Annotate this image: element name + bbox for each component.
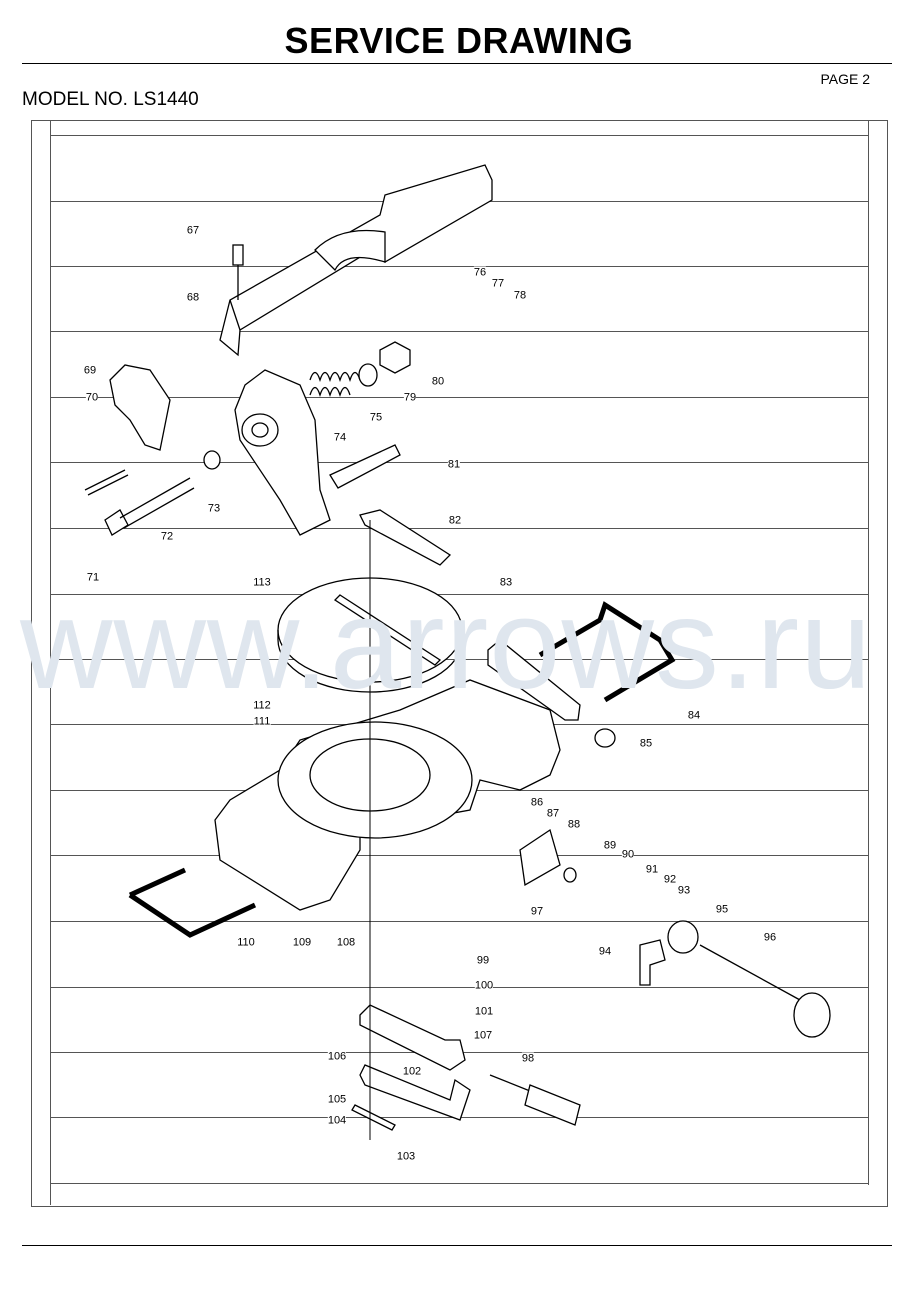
part-label: 84 — [687, 709, 701, 723]
bracket-upper — [359, 1004, 466, 1071]
base — [214, 679, 561, 911]
part-label: 80 — [431, 375, 445, 389]
part-label: 89 — [603, 839, 617, 853]
part-label: 112 — [253, 699, 271, 713]
washer-73 — [203, 450, 221, 470]
part-label: 105 — [327, 1093, 347, 1107]
part-label: 90 — [621, 848, 635, 862]
frame-inner-border — [50, 120, 51, 1205]
document-title: SERVICE DRAWING — [284, 20, 634, 61]
part-label: 68 — [186, 291, 200, 305]
part-label: 104 — [327, 1114, 347, 1128]
part-label: 111 — [253, 715, 271, 729]
washer-79 — [358, 363, 378, 387]
part-label: 94 — [598, 945, 612, 959]
frame-rule-line — [50, 266, 868, 267]
plate-88 — [519, 828, 561, 887]
part-label: 98 — [521, 1052, 535, 1066]
knob-95 — [667, 920, 699, 954]
guide-fence — [219, 164, 493, 357]
frame-rule-line — [50, 659, 868, 660]
part-label: 93 — [677, 884, 691, 898]
part-label: 107 — [473, 1029, 493, 1043]
frame-rule-line — [50, 594, 868, 595]
frame-rule-line — [50, 1183, 868, 1184]
plate-82 — [359, 509, 452, 566]
plate-105 — [351, 1104, 396, 1131]
part-label: 88 — [567, 818, 581, 832]
part-label: 91 — [645, 863, 659, 877]
part-label: 73 — [207, 502, 221, 516]
part-label: 72 — [160, 530, 174, 544]
part-label: 95 — [715, 903, 729, 917]
frame-rule-line — [50, 397, 868, 398]
part-label: 83 — [499, 576, 513, 590]
footer-rule — [22, 1245, 892, 1246]
part-label: 110 — [237, 936, 255, 950]
part-label: 76 — [473, 266, 487, 280]
part-label: 96 — [763, 931, 777, 945]
washer-89 — [563, 867, 577, 883]
part-label: 85 — [639, 737, 653, 751]
part-label: 99 — [476, 954, 490, 968]
rod-110 — [128, 867, 257, 938]
header-rule — [22, 63, 892, 64]
knob-85 — [594, 728, 616, 748]
bracket-lower — [359, 1064, 471, 1121]
part-label: 79 — [403, 391, 417, 405]
rod-84 — [538, 601, 676, 703]
handle-98 — [489, 1074, 581, 1126]
model-number: MODEL NO. LS1440 — [22, 89, 199, 110]
part-label: 86 — [530, 796, 544, 810]
lever-94 — [639, 939, 666, 986]
page-number: PAGE 2 — [820, 71, 870, 87]
part-label: 74 — [333, 431, 347, 445]
part-label: 92 — [663, 873, 677, 887]
stopper-81 — [329, 444, 401, 489]
frame-rule-line — [50, 135, 868, 136]
part-label: 109 — [292, 936, 312, 950]
part-label: 77 — [491, 277, 505, 291]
part-label: 106 — [327, 1050, 347, 1064]
part-label: 75 — [369, 411, 383, 425]
frame-rule-line — [50, 855, 868, 856]
part-label: 103 — [396, 1150, 416, 1164]
part-label: 113 — [253, 576, 271, 590]
frame-rule-line — [50, 921, 868, 922]
part-label: 78 — [513, 289, 527, 303]
part-label: 97 — [530, 905, 544, 919]
cover-69 — [109, 364, 171, 451]
drawing-frame — [31, 120, 888, 1207]
part-label: 70 — [85, 391, 99, 405]
frame-rule-line — [50, 331, 868, 332]
part-label: 82 — [448, 514, 462, 528]
spring-75 — [309, 371, 361, 398]
part-label: 87 — [546, 807, 560, 821]
frame-right-border — [868, 120, 869, 1185]
part-label: 71 — [86, 571, 100, 585]
handle-83 — [487, 639, 581, 721]
arm-holder — [234, 369, 331, 536]
pin-71 — [84, 469, 129, 496]
bolt-67 — [232, 244, 244, 300]
part-label: 102 — [402, 1065, 422, 1079]
handle-96 — [699, 944, 831, 1038]
part-label: 101 — [474, 1005, 494, 1019]
bolt-72 — [104, 477, 195, 536]
part-label: 81 — [447, 458, 461, 472]
part-label: 100 — [474, 979, 494, 993]
part-label: 108 — [336, 936, 356, 950]
frame-rule-line — [50, 528, 868, 529]
frame-rule-line — [50, 987, 868, 988]
nut-80 — [379, 341, 411, 374]
part-label: 69 — [83, 364, 97, 378]
part-label: 67 — [186, 224, 200, 238]
